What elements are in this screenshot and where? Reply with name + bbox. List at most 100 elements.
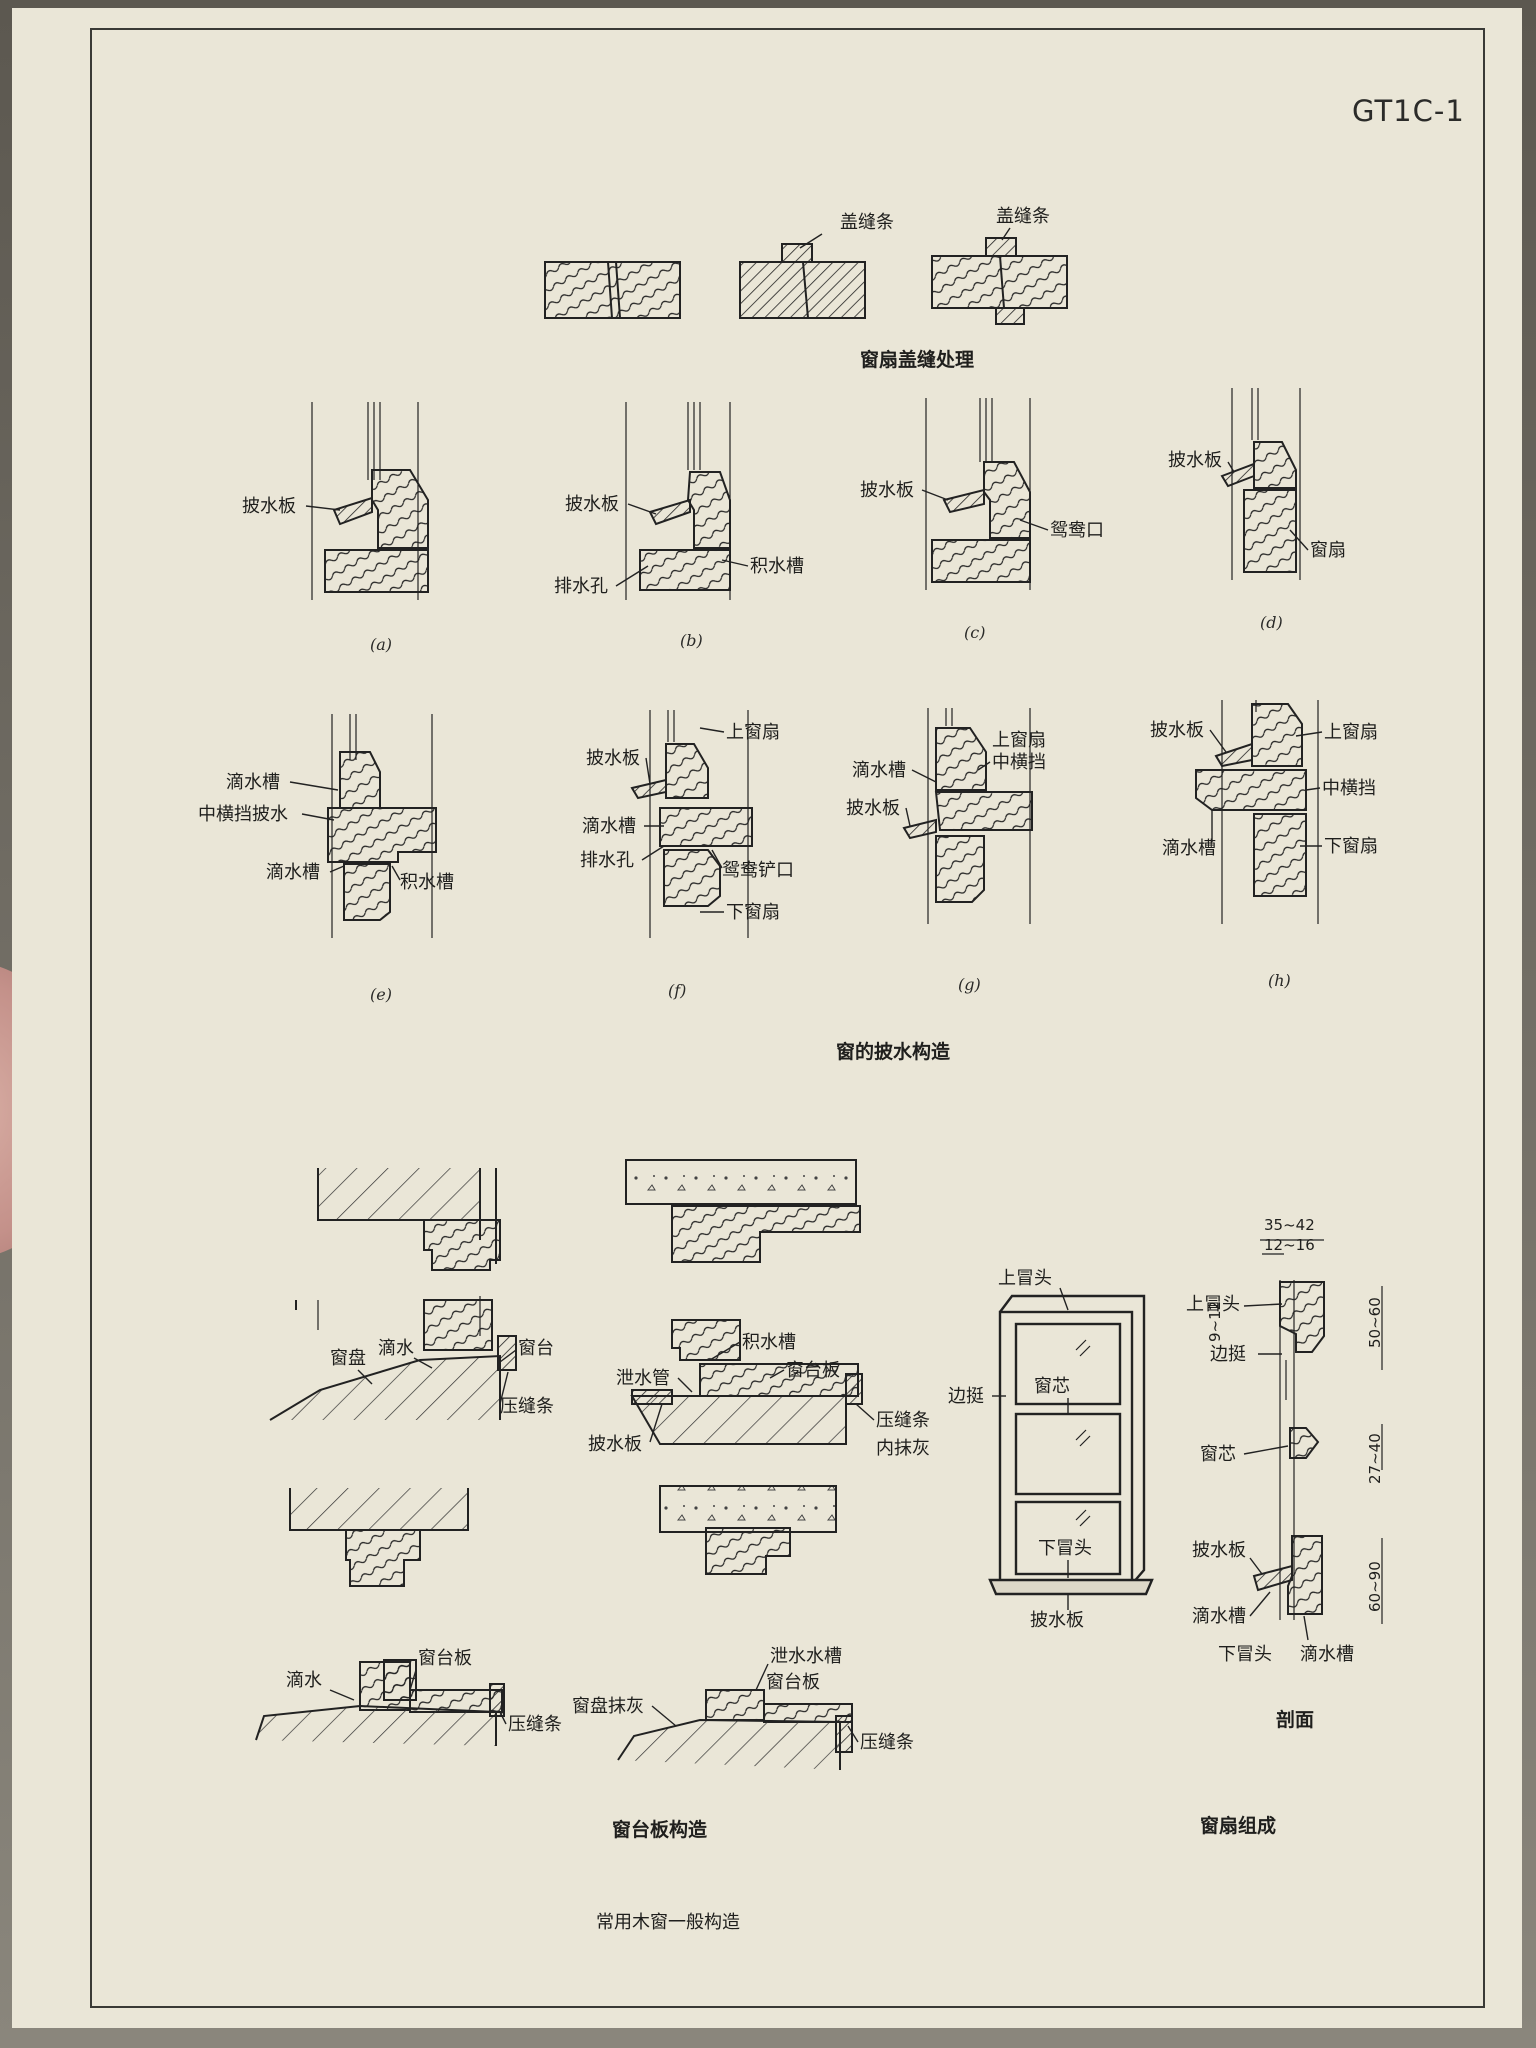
section-dim-5: 27~40 [1366,1433,1384,1484]
wb-b-label-1: 披水板 [565,494,619,515]
sill-1-label-1: 窗盘 [330,1348,366,1369]
cover-joint-1 [544,261,681,319]
section-label-5: 滴水槽 [1192,1606,1246,1627]
wb-f-label-5: 鸳鸯铲口 [722,860,794,881]
sill-2-label-5: 压缝条 [876,1410,930,1431]
wb-d-label-1: 披水板 [1168,450,1222,471]
weatherboard-c [925,398,1031,590]
sash-cover-label-2: 盖缝条 [996,206,1050,227]
section-dim-3: 9~12 [1206,1301,1224,1342]
wb-f-label-3: 滴水槽 [582,816,636,837]
wb-f-caption: (f) [668,981,686,1000]
wb-h-label-1: 披水板 [1150,720,1204,741]
sill-2-label-6: 内抹灰 [876,1438,930,1459]
weatherboard-g [902,708,1033,924]
wb-b-label-2: 排水孔 [554,576,608,597]
weatherboard-d [1220,388,1301,580]
section-dim-1: 35~42 [1264,1216,1315,1234]
sill-1-label-3: 窗台 [518,1338,554,1359]
sash-cover-caption: 窗扇盖缝处理 [860,348,974,371]
wb-g-label-2: 中横挡 [992,752,1046,773]
wb-g-label-4: 披水板 [846,798,900,819]
wb-e-caption: (e) [370,985,392,1004]
section-caption: 剖面 [1276,1708,1314,1731]
elev-label-5: 披水板 [1030,1610,1084,1631]
footer-title: 常用木窗一般构造 [596,1912,740,1933]
sill-detail-3 [255,1488,505,1746]
sill-4-label-3: 窗盘抹灰 [572,1696,644,1717]
sill-detail-4 [617,1485,853,1770]
sill-detail-1 [269,1168,517,1421]
wb-h-caption: (h) [1268,971,1291,990]
weatherboard-a [311,402,429,600]
weatherboard-e [327,714,437,938]
wb-g-caption: (g) [958,975,981,994]
wb-b-caption: (b) [680,631,703,650]
elev-label-2: 边挺 [948,1386,984,1407]
wb-f-label-1: 上窗扇 [726,722,780,743]
section-label-1: 上冒头 [1186,1294,1240,1315]
sash-elevation [988,1294,1154,1596]
wb-g-label-3: 滴水槽 [852,760,906,781]
wb-c-caption: (c) [964,623,985,642]
sill-3-label-2: 窗台板 [418,1648,472,1669]
cover-joint-2 [739,243,866,319]
wb-h-label-2: 上窗扇 [1324,722,1378,743]
weatherboard-caption: 窗的披水构造 [836,1040,951,1063]
section-dim-4: 50~60 [1366,1297,1384,1348]
sill-caption: 窗台板构造 [612,1818,708,1841]
drawing-code: GT1C-1 [1352,94,1465,128]
sill-3-label-3: 压缝条 [508,1714,562,1735]
wb-g-label-1: 上窗扇 [992,730,1046,751]
weatherboard-b [625,402,731,600]
section-dim-6: 60~90 [1366,1561,1384,1612]
wb-c-label-2: 鸳鸯口 [1050,520,1104,541]
wb-f-label-6: 下窗扇 [726,902,780,923]
sill-1-label-2: 滴水 [378,1338,414,1359]
wb-f-label-2: 披水板 [586,748,640,769]
section-label-7: 滴水槽 [1300,1644,1354,1665]
sill-2-label-2: 积水槽 [742,1332,796,1353]
cover-joint-3 [931,237,1068,325]
wb-e-label-4: 积水槽 [400,872,454,893]
sill-2-label-1: 泄水管 [616,1368,670,1389]
sill-4-label-2: 窗台板 [766,1672,820,1693]
wb-e-label-3: 滴水槽 [266,862,320,883]
sill-4-label-1: 泄水水槽 [770,1646,842,1667]
wb-d-label-2: 窗扇 [1310,540,1346,561]
sash-cover-label-1: 盖缝条 [840,212,894,233]
elev-label-3: 窗芯 [1034,1376,1070,1397]
sill-2-label-3: 窗台板 [786,1360,840,1381]
sash-section [1252,1239,1383,1624]
wb-c-label-1: 披水板 [860,480,914,501]
wb-a-caption: (a) [370,635,392,654]
sash-cover-diagrams [544,237,1068,325]
wb-e-label-2: 中横挡披水 [198,804,288,825]
drawing-sheet [12,8,1522,2028]
sheet-border [90,28,1485,2008]
sill-2-label-4: 披水板 [588,1434,642,1455]
elev-label-1: 上冒头 [998,1268,1052,1289]
wb-d-caption: (d) [1260,613,1283,632]
wb-f-label-4: 排水孔 [580,850,634,871]
section-dim-2: 12~16 [1264,1236,1315,1254]
sill-3-label-1: 滴水 [286,1670,322,1691]
section-label-4: 披水板 [1192,1540,1246,1561]
wb-h-label-5: 下窗扇 [1324,836,1378,857]
wb-h-label-4: 滴水槽 [1162,838,1216,859]
sill-detail-2 [625,1159,863,1445]
sill-1-label-4: 压缝条 [500,1396,554,1417]
wb-b-label-3: 积水槽 [750,556,804,577]
wb-e-label-1: 滴水槽 [226,772,280,793]
elev-label-4: 下冒头 [1038,1538,1092,1559]
weatherboard-h [1195,700,1319,924]
wb-a-label: 披水板 [242,496,296,517]
section-label-3: 窗芯 [1200,1444,1236,1465]
section-label-2: 边挺 [1210,1344,1246,1365]
section-label-6: 下冒头 [1218,1644,1272,1665]
composition-caption: 窗扇组成 [1200,1814,1276,1837]
sill-4-label-4: 压缝条 [860,1732,914,1753]
weatherboard-f [630,710,753,938]
wb-h-label-3: 中横挡 [1322,778,1376,799]
